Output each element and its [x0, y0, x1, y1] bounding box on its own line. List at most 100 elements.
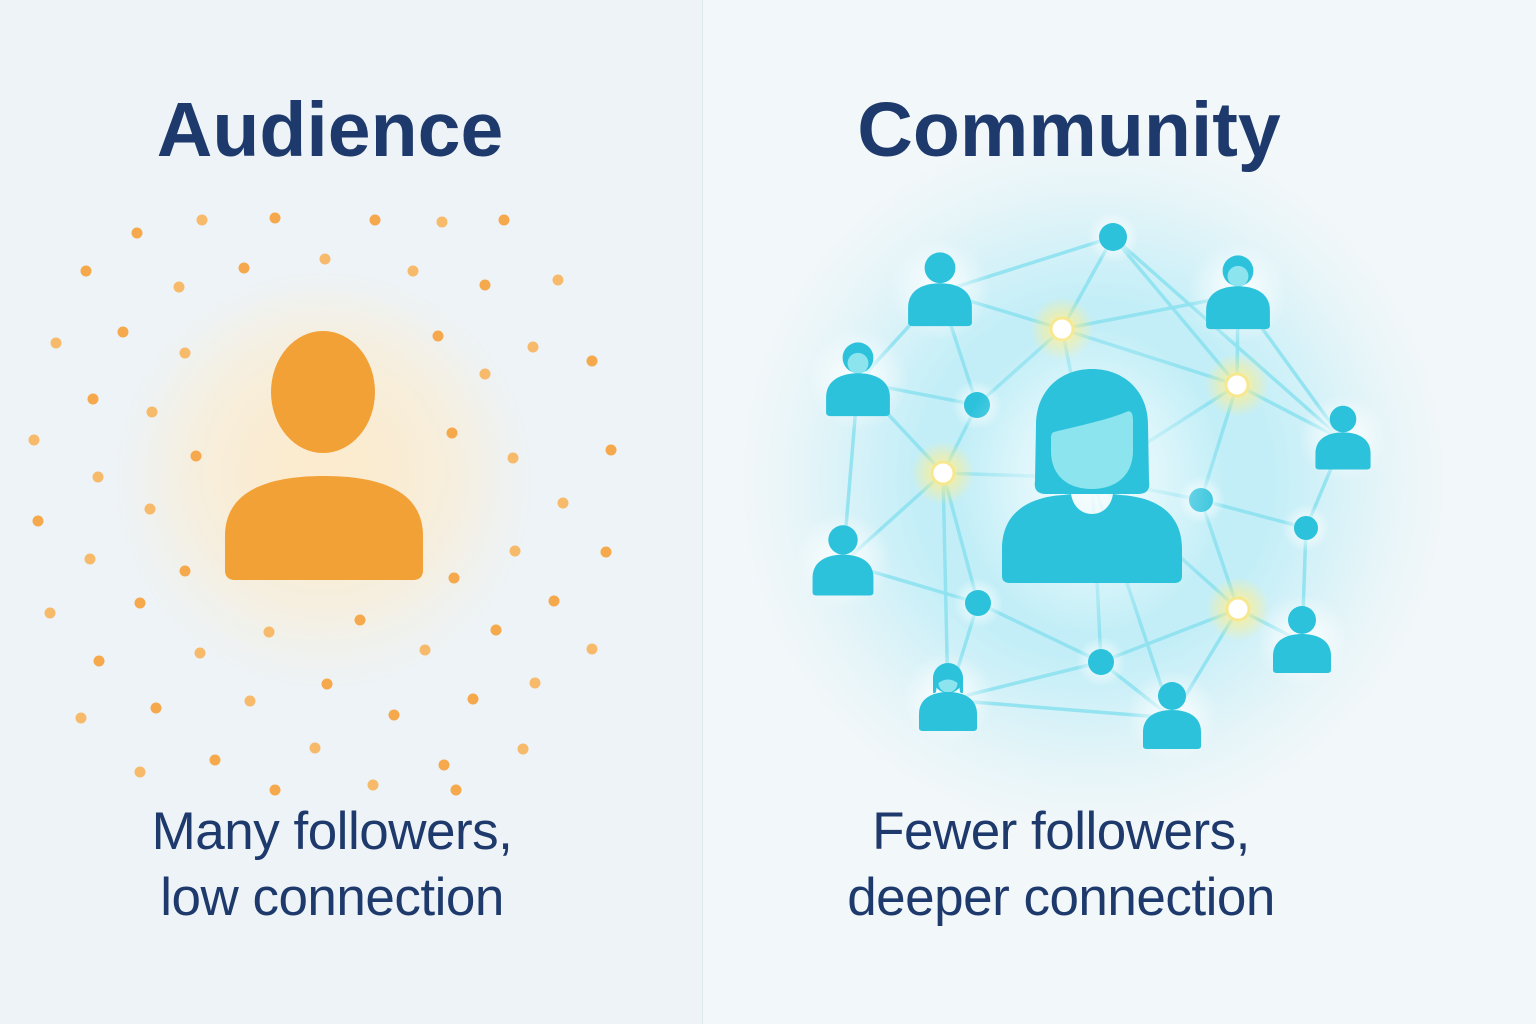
person-head [924, 252, 956, 284]
follower-dot [194, 647, 206, 659]
follower-dot [467, 693, 479, 705]
follower-dot [586, 643, 598, 655]
person-body [1315, 432, 1371, 470]
follower-dot [479, 279, 491, 291]
audience-title: Audience [156, 87, 504, 173]
follower-dot [309, 742, 321, 754]
member-person-icon [889, 239, 991, 341]
person-body [1273, 634, 1331, 673]
follower-dot [548, 595, 560, 607]
follower-dot [321, 678, 333, 690]
follower-dot [50, 337, 62, 349]
person-head [1158, 682, 1186, 710]
community-caption-line2: deeper connection [847, 868, 1275, 927]
person-hair [933, 664, 963, 694]
follower-dot [438, 759, 450, 771]
follower-dot [44, 607, 56, 619]
audience-caption-line1: Many followers, [151, 802, 513, 861]
person-body [225, 476, 423, 580]
person-head [828, 525, 858, 555]
person-head [1288, 606, 1316, 634]
follower-dot [419, 644, 431, 656]
follower-dot [87, 393, 99, 405]
follower-dot [354, 614, 366, 626]
follower-dot [144, 503, 156, 515]
central-face [1051, 411, 1133, 489]
follower-dot [490, 624, 502, 636]
community-panel [702, 0, 1536, 1024]
follower-dot [238, 262, 250, 274]
follower-dot [75, 712, 87, 724]
follower-dot [209, 754, 221, 766]
community-caption: Fewer followers, deeper connection [847, 799, 1275, 931]
follower-dot [605, 444, 617, 456]
follower-dot [173, 281, 185, 293]
member-dot [965, 590, 991, 616]
follower-dot [28, 434, 40, 446]
community-caption-line1: Fewer followers, [872, 802, 1250, 861]
follower-dot [32, 515, 44, 527]
person-body [812, 554, 874, 596]
follower-dot [134, 597, 146, 609]
audience-illustration [28, 212, 617, 796]
member-person-icon [1299, 394, 1387, 482]
audience-person-icon [225, 331, 423, 580]
follower-dot [244, 695, 256, 707]
follower-dot [190, 450, 202, 462]
follower-dot [388, 709, 400, 721]
audience-caption-line2: low connection [160, 868, 504, 927]
follower-dot [150, 702, 162, 714]
person-head [271, 331, 375, 453]
follower-dot [498, 214, 510, 226]
member-person-icon [1187, 242, 1289, 344]
person-body [1206, 286, 1270, 330]
follower-dot [84, 553, 96, 565]
audience-caption: Many followers, low connection [152, 799, 513, 931]
follower-dot [557, 497, 569, 509]
person-body [1143, 710, 1201, 749]
person-face [847, 352, 869, 374]
member-dot [1294, 516, 1318, 540]
follower-dot [552, 274, 564, 286]
person-head [1329, 405, 1357, 433]
follower-dot [507, 452, 519, 464]
member-person-icon [807, 329, 909, 431]
follower-dot [517, 743, 529, 755]
follower-dot [407, 265, 419, 277]
member-icons [794, 239, 1387, 762]
follower-dot [93, 655, 105, 667]
follower-dot [509, 545, 521, 557]
follower-dot [92, 471, 104, 483]
follower-dot [117, 326, 129, 338]
spark-node-icon [930, 460, 956, 486]
person-body [919, 692, 977, 731]
follower-dot [146, 406, 158, 418]
spark-node-icon [1225, 596, 1251, 622]
member-person-icon [902, 652, 994, 744]
follower-dot [529, 677, 541, 689]
follower-dot [432, 330, 444, 342]
network-edge [1111, 235, 1239, 387]
follower-dot [179, 565, 191, 577]
community-title: Community [857, 87, 1281, 173]
follower-dot [369, 214, 381, 226]
community-network-illustration [794, 211, 1387, 762]
follower-dot [436, 216, 448, 228]
follower-dot [367, 779, 379, 791]
person-body [826, 373, 890, 417]
follower-dot [179, 347, 191, 359]
follower-dot [448, 572, 460, 584]
member-person-icon [1126, 670, 1218, 762]
central-body [1002, 494, 1182, 583]
central-person-icon [957, 325, 1227, 635]
follower-dot [586, 355, 598, 367]
person-face [1227, 265, 1249, 287]
follower-dot [269, 784, 281, 796]
member-dot [1088, 649, 1114, 675]
member-person-icon [1256, 594, 1348, 686]
follower-dot [196, 214, 208, 226]
follower-dot [80, 265, 92, 277]
member-dot [1099, 223, 1127, 251]
member-person-icon [794, 512, 892, 610]
